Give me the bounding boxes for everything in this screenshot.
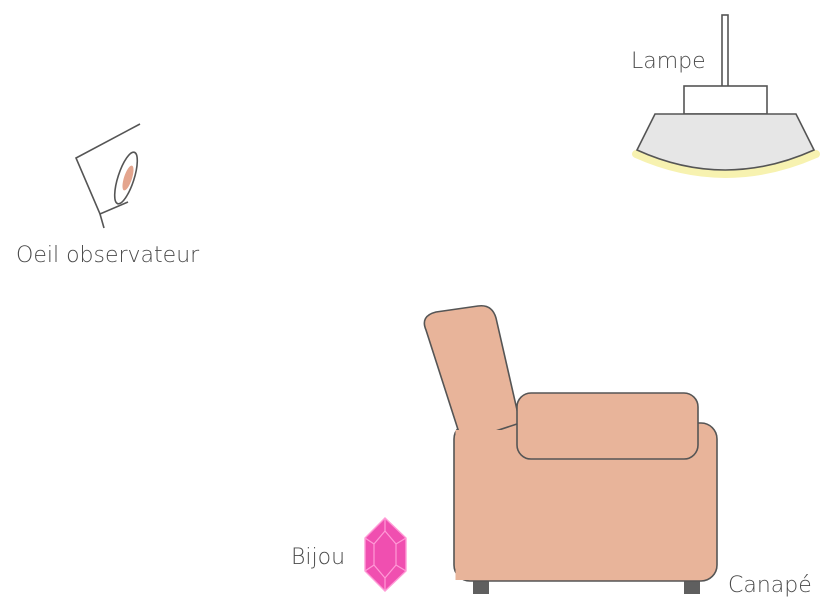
sofa-label: Canapé (728, 573, 812, 598)
sofa-foot-right (684, 580, 700, 594)
lamp-label: Lampe (631, 49, 706, 74)
lamp-shade (635, 113, 816, 171)
jewel-facet-tr (395, 537, 407, 545)
eye-stroke-line (99, 213, 105, 229)
lamp-glow (632, 150, 820, 178)
jewel-facet-br (395, 564, 407, 572)
eye-iris (122, 165, 134, 191)
eye-icon (74, 123, 141, 229)
eye-label: Oeil observateur (16, 243, 200, 268)
sofa-foot-left (473, 580, 489, 594)
lamp-pole (721, 14, 729, 88)
jewel-icon (364, 517, 407, 592)
lamp-icon (632, 14, 820, 178)
sofa-cushion (516, 392, 699, 460)
jewel-label: Bijou (291, 545, 345, 570)
sofa-icon (423, 304, 718, 594)
eye-frame (74, 123, 141, 216)
sofa-backrest (423, 304, 521, 443)
jewel-facet-bl (364, 564, 375, 572)
sofa-body-fill (455, 430, 516, 580)
lamp-base (683, 85, 768, 115)
jewel-facet-tl (364, 537, 375, 545)
